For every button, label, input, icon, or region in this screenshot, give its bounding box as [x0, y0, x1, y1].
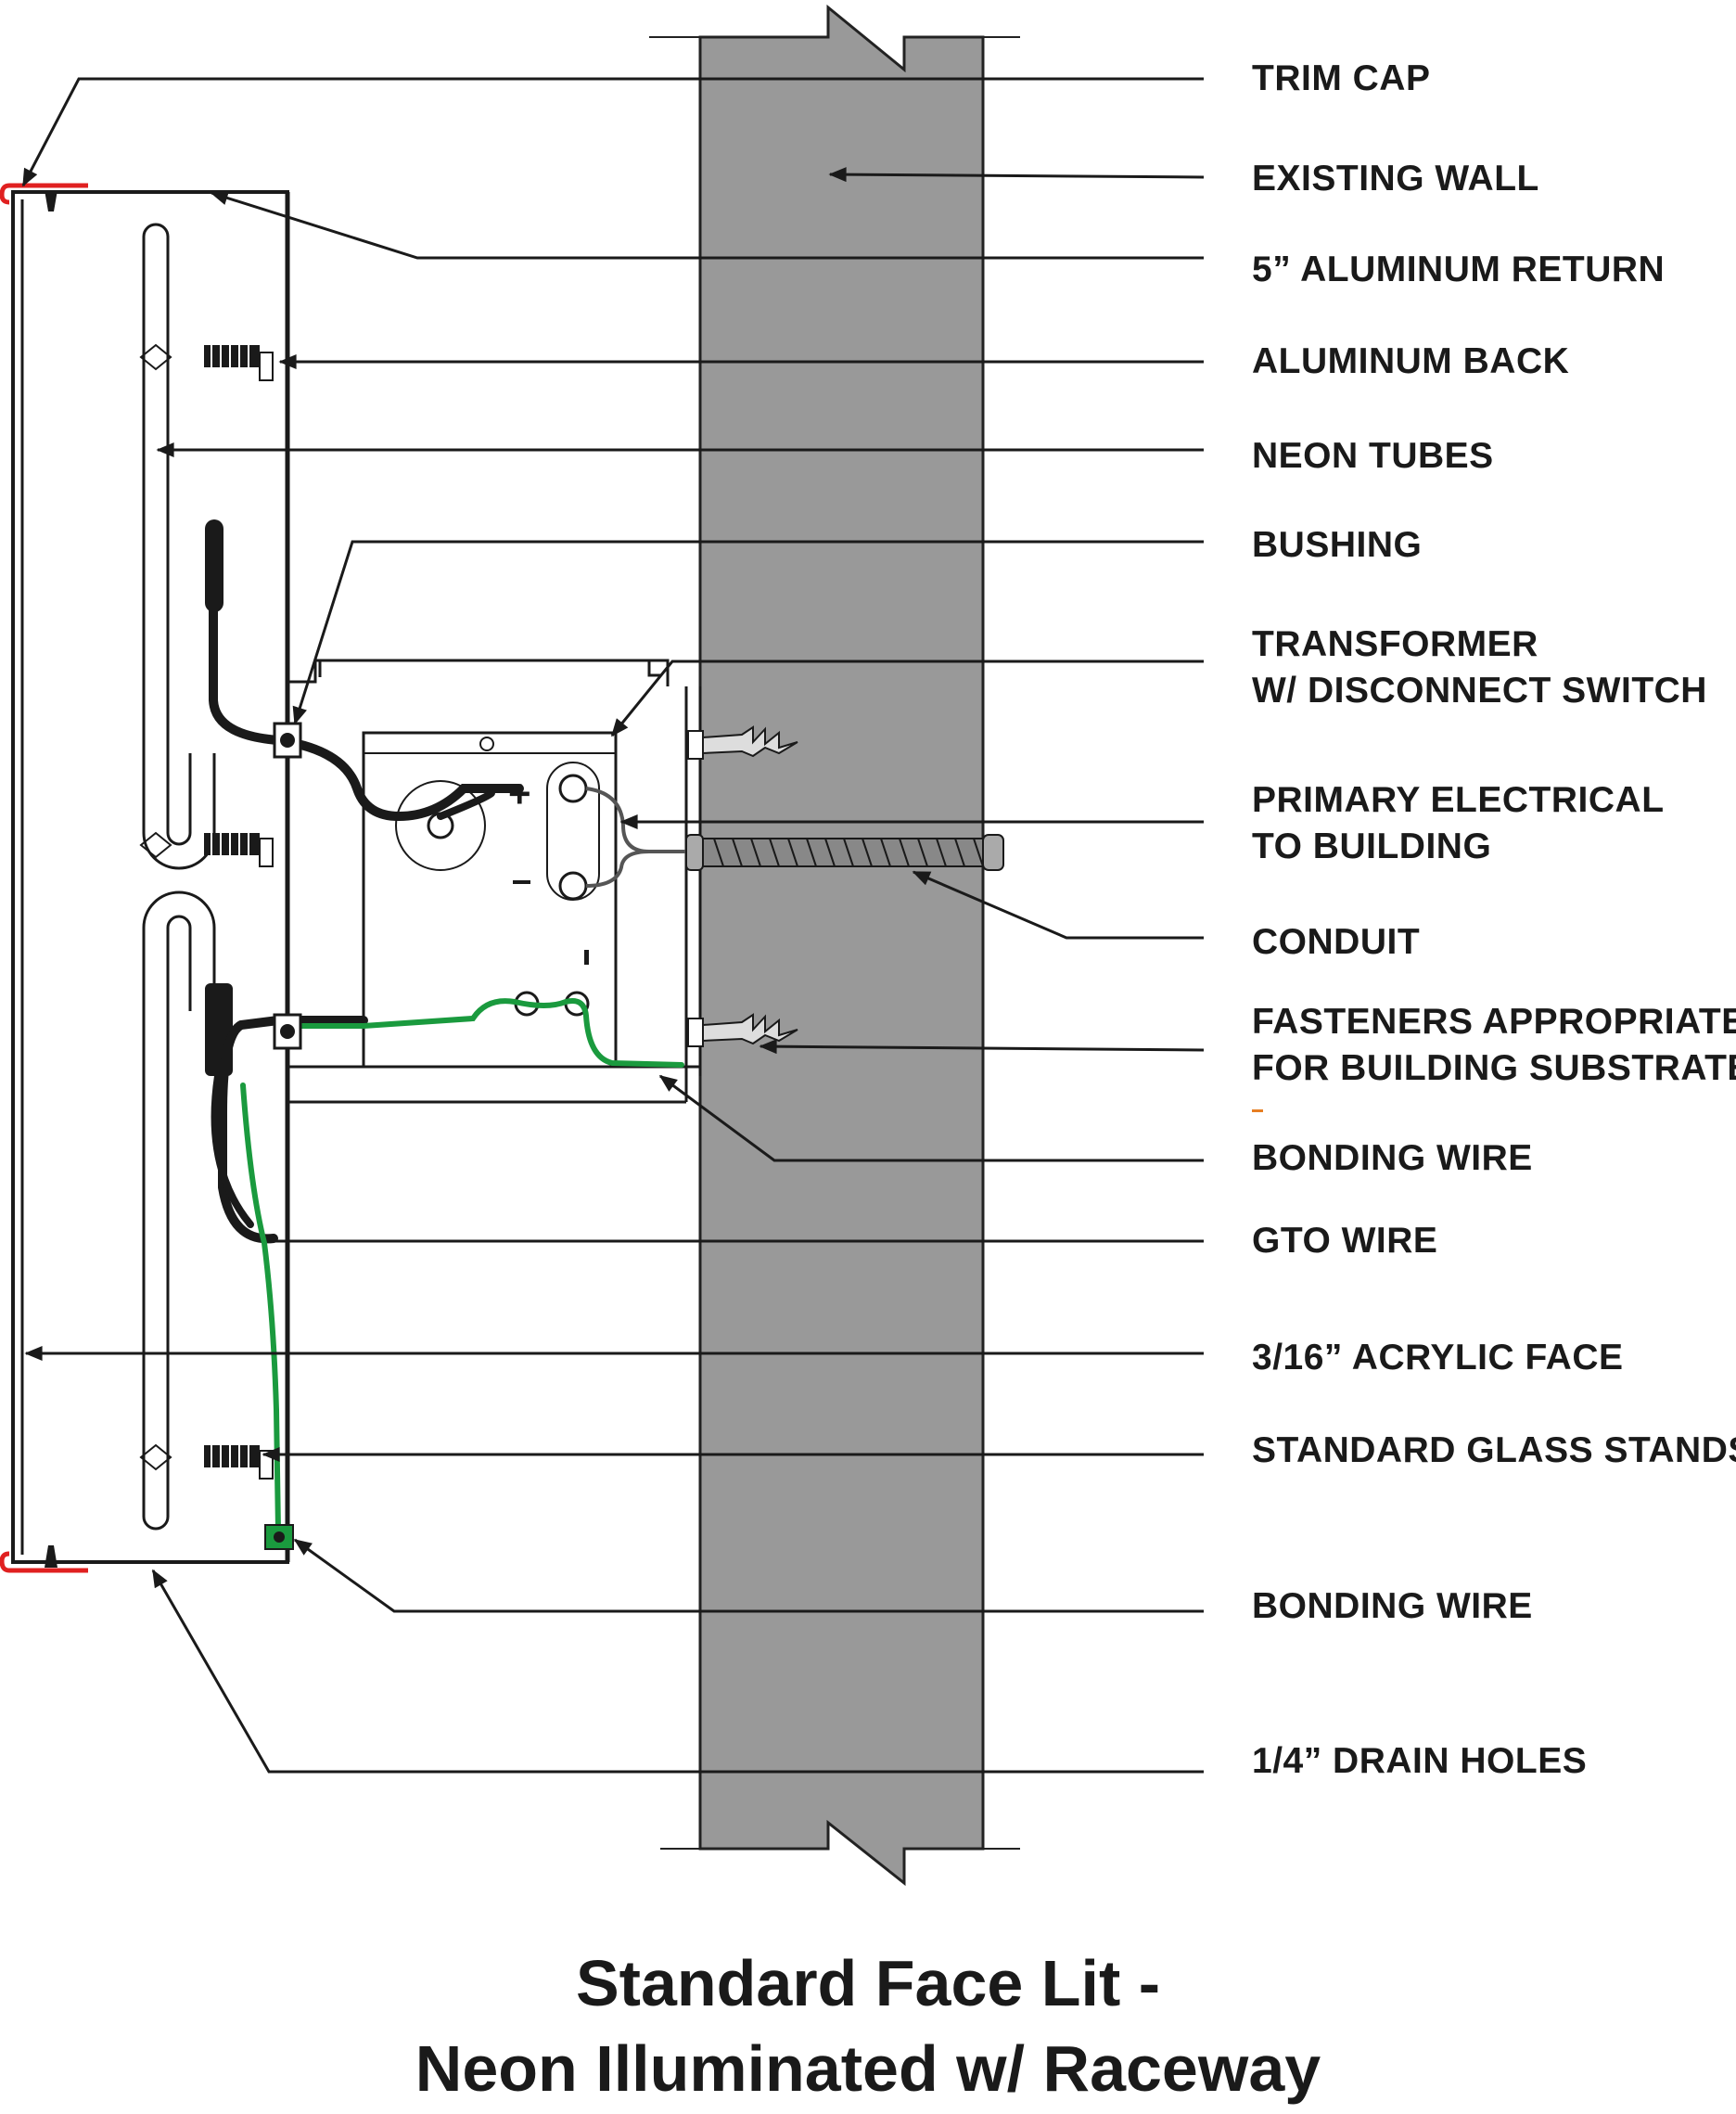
label-gto-wire: GTO WIRE: [1252, 1221, 1438, 1261]
trim-cap-bottom: [0, 1545, 88, 1573]
leader-conduit: [912, 870, 1204, 940]
label-transformer: TRANSFORMER W/ DISCONNECT SWITCH: [1252, 621, 1707, 714]
bushing: [273, 722, 302, 759]
leader-transformer: [610, 660, 1204, 737]
label-primary-electrical: PRIMARY ELECTRICAL TO BUILDING: [1252, 777, 1665, 870]
bushing-lower: [273, 1013, 302, 1050]
leader-bushing: [292, 540, 1204, 725]
leader-fasteners: [759, 1039, 1205, 1055]
neon-tubes: [142, 223, 216, 1531]
label-fasteners: FASTENERS APPROPRIATE FOR BUILDING SUBST…: [1252, 999, 1736, 1092]
label-neon-tubes: NEON TUBES: [1252, 436, 1494, 476]
label-acrylic-face: 3/16” ACRYLIC FACE: [1252, 1338, 1624, 1377]
label-conduit: CONDUIT: [1252, 922, 1421, 962]
label-transformer-line2: W/ DISCONNECT SWITCH: [1252, 671, 1707, 711]
label-bushing: BUSHING: [1252, 525, 1423, 565]
glass-stand-bottom: [139, 1443, 274, 1480]
label-trim-cap: TRIM CAP: [1252, 58, 1431, 98]
leader-aluminum-return: [210, 190, 1204, 260]
leader-existing-wall: [828, 167, 1205, 183]
gto-wire: [205, 519, 524, 1244]
existing-wall: [649, 4, 1020, 1887]
leader-trim-cap: [21, 77, 1204, 187]
label-aluminum-back: ALUMINUM BACK: [1252, 341, 1570, 381]
label-drain-holes: 1/4” DRAIN HOLES: [1252, 1741, 1588, 1781]
sign-cabinet: [11, 190, 290, 1564]
leader-lines: [21, 77, 1205, 1774]
fastener-bottom: [687, 1013, 798, 1047]
leader-bonding-wire-2: [293, 1538, 1204, 1613]
glass-stand-top: [139, 343, 274, 381]
label-aluminum-return: 5” ALUMINUM RETURN: [1252, 250, 1666, 289]
label-existing-wall: EXISTING WALL: [1252, 159, 1539, 199]
bonding-wire: [240, 998, 684, 1533]
label-bonding-wire-1: BONDING WIRE: [1252, 1138, 1533, 1178]
label-bonding-wire-2: BONDING WIRE: [1252, 1586, 1533, 1626]
glass-stand-middle: [139, 831, 274, 867]
orange-dash-mark: [1252, 1109, 1263, 1112]
label-primary-line1: PRIMARY ELECTRICAL: [1252, 780, 1665, 820]
plus-symbol: +: [508, 772, 531, 815]
diagram-title-line1: Standard Face Lit -: [575, 1947, 1161, 2019]
diagram-title-line2: Neon Illuminated w/ Raceway: [415, 2032, 1321, 2105]
fastener-top: [687, 725, 798, 760]
leader-bonding-wire-1: [658, 1074, 1204, 1162]
leader-drain-holes: [151, 1569, 1204, 1774]
label-transformer-line1: TRANSFORMER: [1252, 624, 1538, 664]
label-glass-stands: STANDARD GLASS STANDS: [1252, 1430, 1736, 1470]
label-primary-line2: TO BUILDING: [1252, 826, 1492, 866]
trim-cap-top: [0, 183, 88, 211]
label-fasteners-line2: FOR BUILDING SUBSTRATE: [1252, 1048, 1736, 1088]
ground-screw: [264, 1524, 294, 1550]
transformer: +: [362, 731, 618, 1069]
conduit: [685, 834, 1004, 871]
label-fasteners-line1: FASTENERS APPROPRIATE: [1252, 1002, 1736, 1042]
